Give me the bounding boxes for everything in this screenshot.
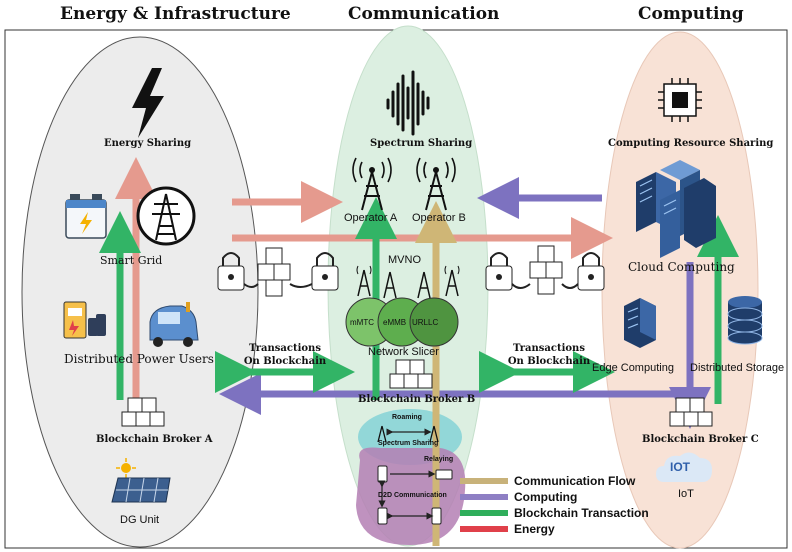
smart-grid-label: Smart Grid — [100, 254, 163, 267]
edge-computing-label: Edge Computing — [592, 362, 674, 374]
distributed-storage-label: Distributed Storage — [690, 362, 785, 374]
operator-b-label: Operator B — [412, 212, 466, 224]
slice-urllc-label: URLLC — [412, 318, 439, 327]
computing-resource-sharing-label: Computing Resource Sharing — [608, 138, 774, 149]
device-phone-icons — [377, 465, 453, 525]
legend-computing: Computing — [514, 490, 578, 504]
transmission-tower-icon — [136, 186, 196, 246]
electric-car-icon — [149, 302, 199, 347]
blockchain-cubes-icon-b — [389, 359, 433, 389]
edge-server-icon — [624, 298, 656, 348]
legend-blockchain-transaction: Blockchain Transaction — [514, 506, 649, 520]
slice-emmb-label: eMMB — [383, 318, 407, 327]
legend-swatch-computing — [460, 494, 508, 500]
energy-domain-ellipse — [21, 36, 259, 548]
slice-urllc-circle — [409, 297, 459, 347]
lightning-icon — [132, 68, 164, 138]
spectrum-sharing-label: Spectrum Sharing — [370, 138, 473, 149]
cloud-servers-icon — [636, 160, 716, 258]
solar-panel-icon — [111, 477, 171, 503]
iot-label: IoT — [678, 488, 694, 500]
header-energy: Energy & Infrastructure — [60, 4, 291, 24]
operator-a-label: Operator A — [344, 212, 398, 224]
database-storage-icon — [727, 296, 763, 345]
transactions-left-line1: Transactions — [249, 343, 321, 354]
legend-swatch-communication — [460, 478, 508, 484]
battery-icon — [65, 194, 107, 239]
header-computing: Computing — [638, 4, 744, 24]
antenna-operator-a-icon — [352, 157, 392, 211]
relaying-label: Relaying — [424, 456, 454, 463]
legend-swatch-energy — [460, 526, 508, 532]
fuel-station-icon — [63, 301, 106, 339]
transactions-left-line2: On Blockchain — [243, 356, 327, 367]
broker-c-label: Blockchain Broker C — [642, 434, 759, 445]
roaming-antennas-icon — [377, 425, 439, 443]
lock-chain-left-icon — [217, 247, 339, 297]
cloud-computing-label: Cloud Computing — [628, 260, 735, 274]
transactions-left-label: Transactions On Blockchain — [238, 342, 332, 368]
legend-energy: Energy — [514, 522, 555, 536]
processor-chip-icon — [658, 78, 702, 122]
broker-a-label: Blockchain Broker A — [96, 434, 213, 445]
spectrum-sharing-small-label: Spectrum Sharing — [378, 440, 439, 447]
blockchain-cubes-icon-a — [121, 397, 165, 427]
antenna-operator-b-icon — [416, 157, 456, 211]
iot-badge-label: IOT — [670, 460, 690, 474]
roaming-label: Roaming — [392, 414, 422, 421]
energy-sharing-label: Energy Sharing — [104, 138, 192, 149]
mvno-label: MVNO — [388, 254, 421, 266]
spectrum-waveform-icon — [386, 70, 430, 136]
legend-swatch-blockchain — [460, 510, 508, 516]
distributed-power-users-label: Distributed Power Users — [64, 352, 214, 366]
transactions-right-line1: Transactions — [513, 343, 585, 354]
sun-icon — [116, 458, 136, 478]
d2d-label: D2D Communication — [378, 492, 447, 499]
dg-unit-label: DG Unit — [120, 514, 160, 526]
mvno-antennas-icon — [356, 265, 460, 299]
slice-mmtc-label: mMTC — [350, 318, 374, 327]
legend-communication-flow: Communication Flow — [514, 474, 636, 488]
transactions-right-line2: On Blockchain — [507, 356, 591, 367]
iot-cloud-icon — [656, 452, 712, 482]
header-communication: Communication — [348, 4, 500, 24]
network-slicer-label: Network Slicer — [368, 346, 439, 358]
lock-chain-right-icon — [485, 245, 605, 295]
broker-b-label: Blockchain Broker B — [358, 394, 476, 405]
transactions-right-label: Transactions On Blockchain — [502, 342, 596, 368]
blockchain-cubes-icon-c — [669, 397, 713, 427]
